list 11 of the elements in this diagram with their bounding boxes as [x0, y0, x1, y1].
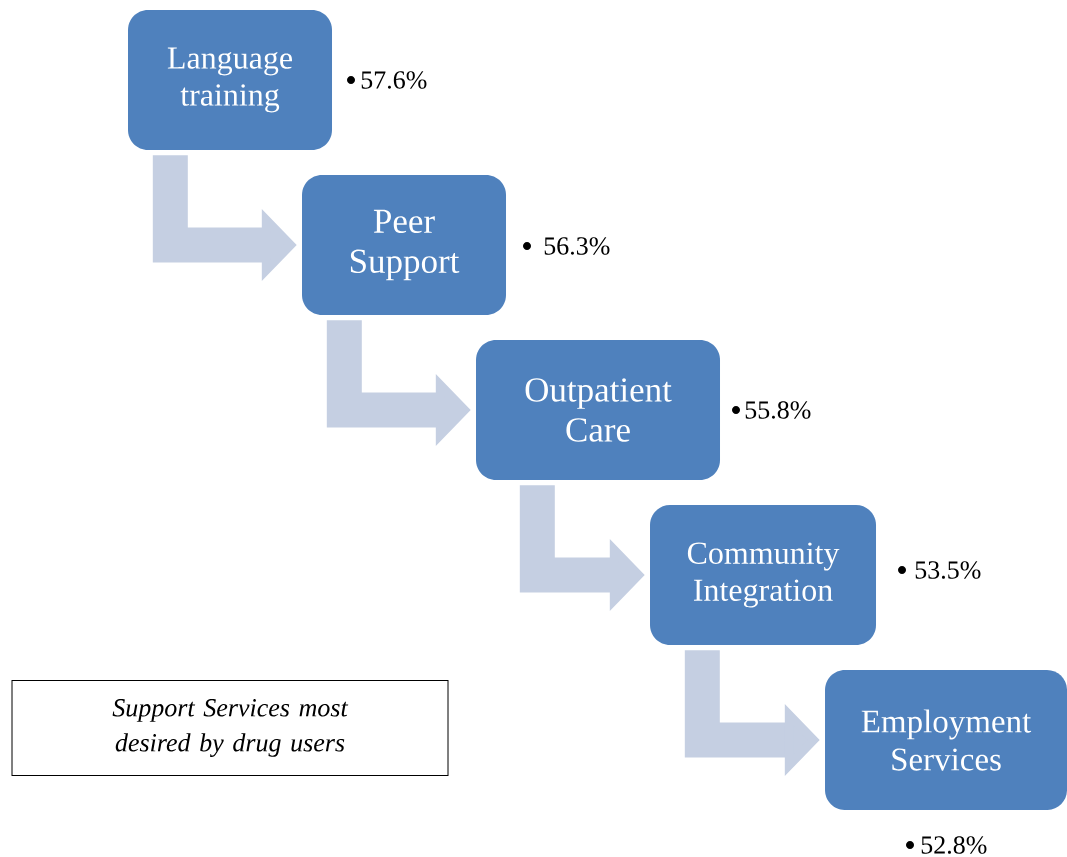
percentage-label: 55.8%: [732, 401, 811, 419]
process-box: Employment Services: [825, 670, 1067, 810]
caption-box: Support Services most desired by drug users: [11, 680, 449, 776]
process-box: Community Integration: [650, 505, 876, 645]
process-box: Peer Support: [302, 175, 506, 315]
process-box: Language training: [128, 10, 332, 150]
process-box: Outpatient Care: [476, 340, 720, 480]
percentage-label: 53.5%: [898, 561, 981, 579]
percentage-label: 52.8%: [906, 836, 987, 854]
percentage-label: 56.3%: [523, 237, 610, 255]
percentage-label: 57.6%: [347, 71, 427, 89]
